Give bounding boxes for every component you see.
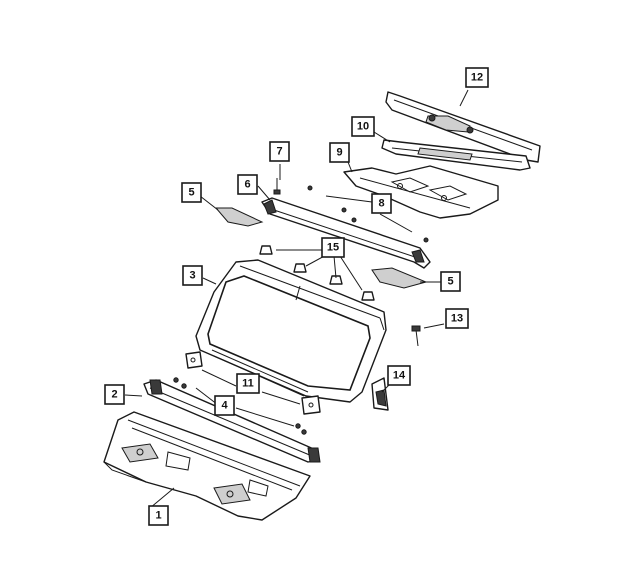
callout-6-label: 6 [244,179,250,191]
callout-3-label: 3 [189,270,195,282]
callout-5-left-label: 5 [188,187,194,199]
part-7-stud [273,178,281,195]
callout-10-label: 10 [357,121,369,133]
callout-4: 4 [214,395,235,416]
callout-11: 11 [236,373,260,394]
callout-9: 9 [329,142,350,163]
part-13-bolt [411,325,421,347]
part-5-left-trim [214,207,264,227]
part-14-pillar-trim [371,377,389,411]
part-4-fasteners [173,377,307,435]
callout-4-label: 4 [221,400,228,412]
part-12-header-trim [385,91,541,163]
callout-7: 7 [269,141,290,162]
part-6-header-bar [261,197,431,269]
callout-7-label: 7 [276,146,282,158]
callout-8-label: 8 [378,198,384,210]
callout-12: 12 [465,67,489,88]
callout-1: 1 [148,505,169,526]
callout-2: 2 [104,384,125,405]
callout-13: 13 [445,308,469,329]
callout-15: 15 [321,237,345,258]
callout-8: 8 [371,193,392,214]
part-3-windshield [195,259,387,403]
callout-5-right: 5 [440,271,461,292]
part-8-clips [307,185,429,243]
callout-9-label: 9 [336,147,342,159]
callout-14: 14 [387,365,411,386]
part-11-hinges [185,351,321,415]
callout-3: 3 [182,265,203,286]
part-5-right-trim [371,267,428,289]
part-15-bumpers [259,245,375,301]
callout-2-label: 2 [111,389,117,401]
callout-11-label: 11 [242,378,254,390]
callout-5-right-label: 5 [447,276,453,288]
part-2-cowl-bar [143,379,321,463]
callout-12-label: 12 [471,72,483,84]
callout-5-left: 5 [181,182,202,203]
callout-1-label: 1 [155,510,161,522]
callout-14-label: 14 [393,370,406,382]
callout-15-label: 15 [327,242,339,254]
callout-6: 6 [237,174,258,195]
callout-13-label: 13 [451,313,463,325]
part-9-header-reinforcement [343,165,499,219]
callout-10: 10 [351,116,375,137]
part-10-seal [381,139,531,171]
part-1-cowl-panel [103,411,311,521]
